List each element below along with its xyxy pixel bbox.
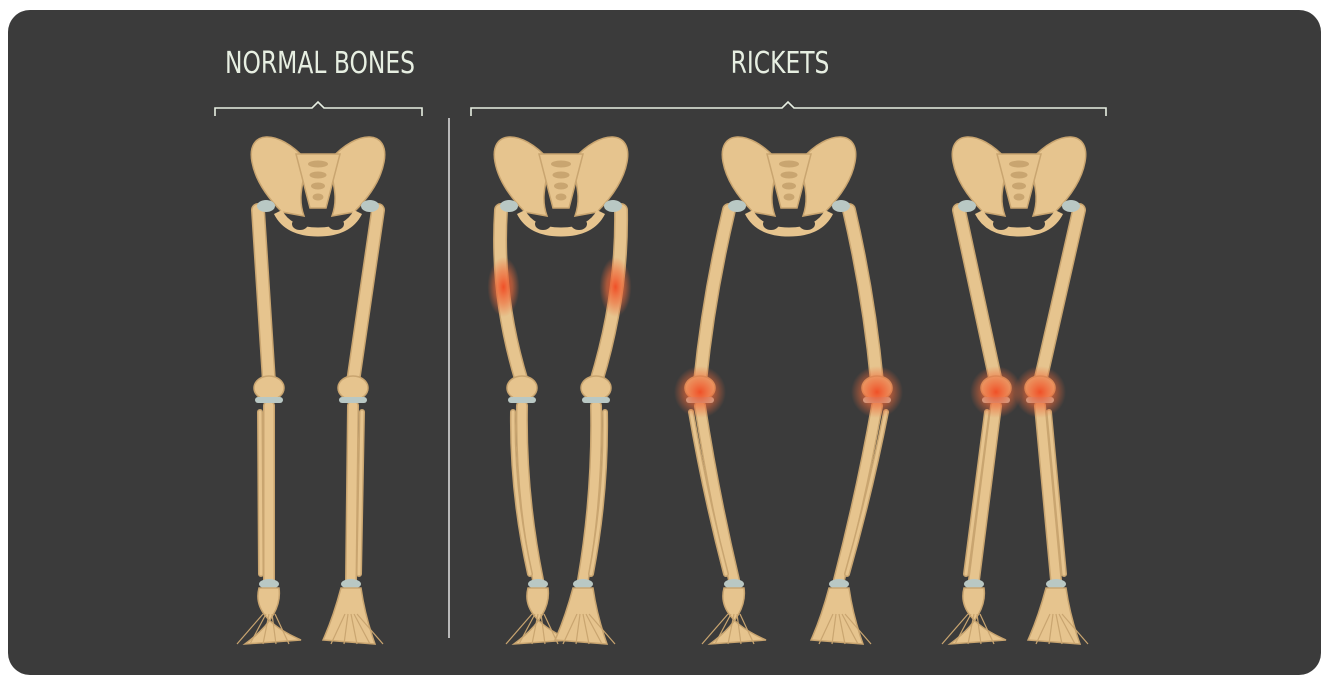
knee-inflammation-right xyxy=(1014,366,1066,418)
knee-inflammation-left xyxy=(674,366,726,418)
normal-bones-bracket xyxy=(215,102,422,116)
skeleton-figure-3 xyxy=(674,137,903,644)
skeleton-figure-1 xyxy=(237,137,385,644)
rickets-bracket xyxy=(471,102,1106,116)
knee-inflammation-right xyxy=(851,366,903,418)
skeleton-figure-4 xyxy=(942,137,1088,644)
femur-inflammation-right xyxy=(600,257,632,317)
skeleton-figure-2 xyxy=(488,137,632,644)
femur-inflammation-left xyxy=(488,257,520,317)
